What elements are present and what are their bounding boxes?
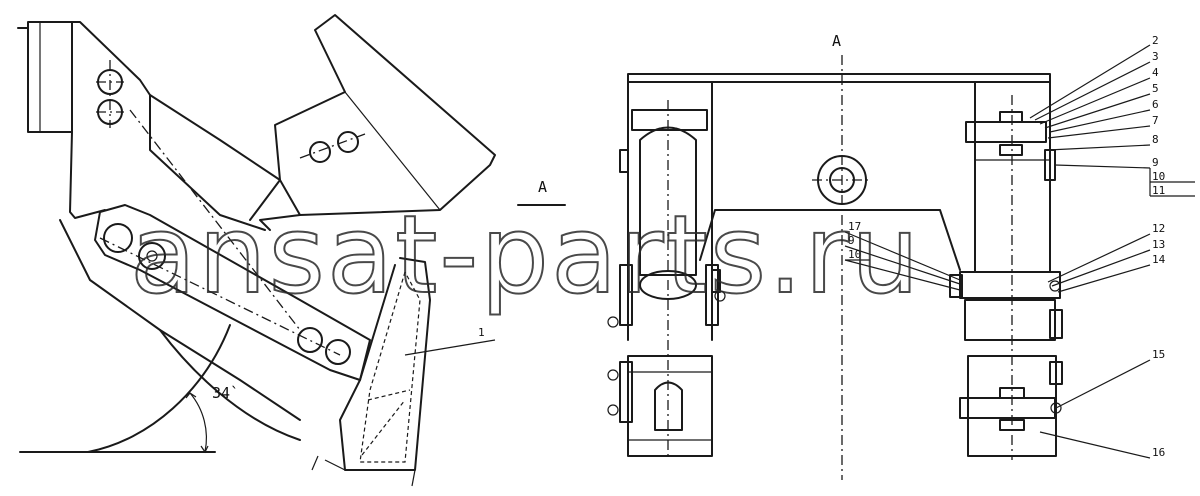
callout-5: 5 (1152, 82, 1159, 95)
pivot-main (103, 223, 133, 253)
callout-14: 14 (1152, 253, 1166, 266)
callout-16: 16 (1152, 446, 1165, 459)
side-view: 34` 1 A (17, 14, 566, 487)
link-arm (699, 209, 961, 271)
inner-callout-10: 10 (848, 248, 861, 261)
callout-2: 2 (1152, 34, 1159, 47)
callout-15: 15 (1152, 348, 1165, 361)
callout-numbers: 2 3 4 5 6 7 8 9 10 11 12 13 14 15 16 17 … (848, 34, 1166, 459)
left-column (607, 81, 726, 460)
callout-6: 6 (1152, 98, 1159, 111)
angle-arc (189, 392, 207, 453)
callout-3: 3 (1152, 50, 1159, 63)
callout-12: 12 (1152, 222, 1165, 235)
upper-bracket (274, 14, 496, 216)
section-marker: A (538, 178, 547, 196)
leader-1 (404, 339, 496, 356)
callout-4: 4 (1152, 66, 1159, 79)
callout-10: 10 (1152, 170, 1165, 183)
section-title: A (832, 32, 841, 50)
top-beam (627, 73, 1051, 83)
angle-label: 34` (212, 384, 239, 402)
right-column (949, 81, 1063, 460)
inner-callout-17: 17 (848, 220, 861, 233)
callout-9: 9 (1152, 156, 1159, 169)
upright-post (339, 257, 431, 471)
part-label-1: 1 (478, 326, 485, 339)
mount-plate (27, 21, 73, 133)
pivot-main-2 (138, 242, 166, 270)
section-view: A (607, 32, 1195, 480)
watermark: ansat-parts.ru (130, 193, 921, 318)
inner-callout-9: 9 (848, 234, 855, 247)
callout-leaders (844, 44, 1195, 459)
callout-11: 11 (1152, 184, 1165, 197)
callout-8: 8 (1152, 133, 1159, 146)
callout-7: 7 (1152, 114, 1159, 127)
callout-13: 13 (1152, 238, 1165, 251)
tine-curve (87, 324, 231, 453)
